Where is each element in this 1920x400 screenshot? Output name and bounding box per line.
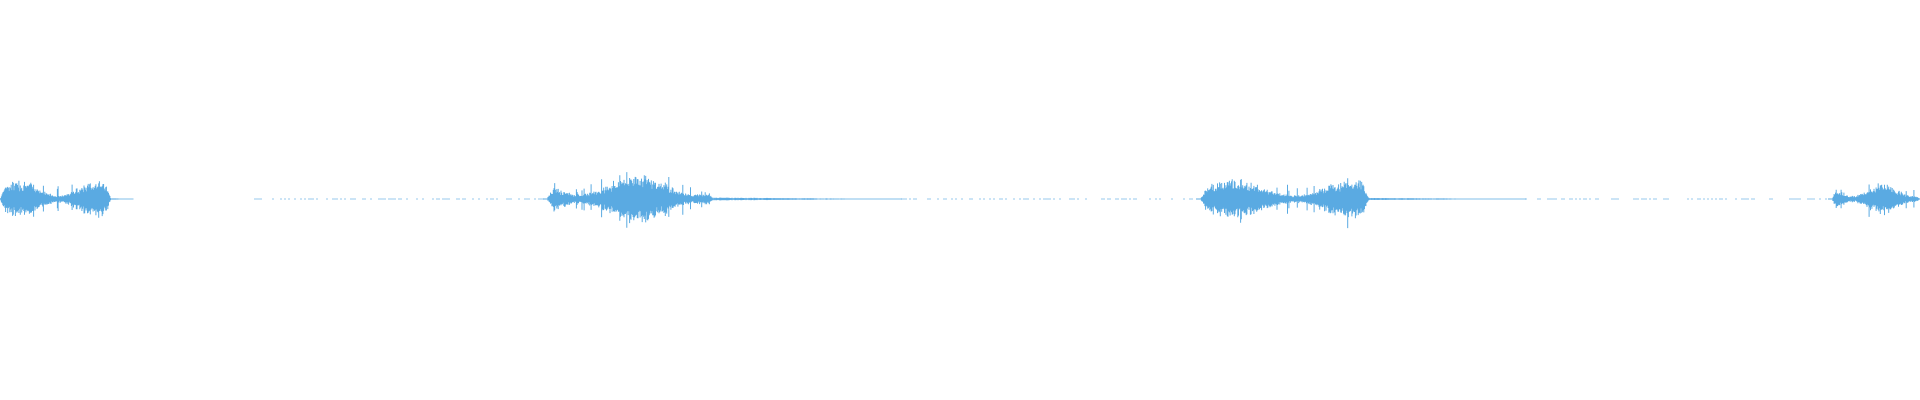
waveform-segment-dots	[254, 198, 544, 200]
waveform-segment-burst	[1828, 183, 1920, 217]
waveform-segment-burst	[0, 180, 115, 218]
waveform-segment-burst	[1196, 178, 1373, 229]
waveform-segment-tail	[713, 197, 902, 201]
waveform-segment-burst	[543, 172, 718, 228]
waveform-segment-dots	[901, 198, 1193, 200]
waveform-segment-tail	[1368, 197, 1526, 201]
waveform-segment-tail	[110, 198, 134, 200]
waveform-bars-group	[0, 172, 1920, 229]
waveform-segment-dots	[1525, 198, 1827, 200]
